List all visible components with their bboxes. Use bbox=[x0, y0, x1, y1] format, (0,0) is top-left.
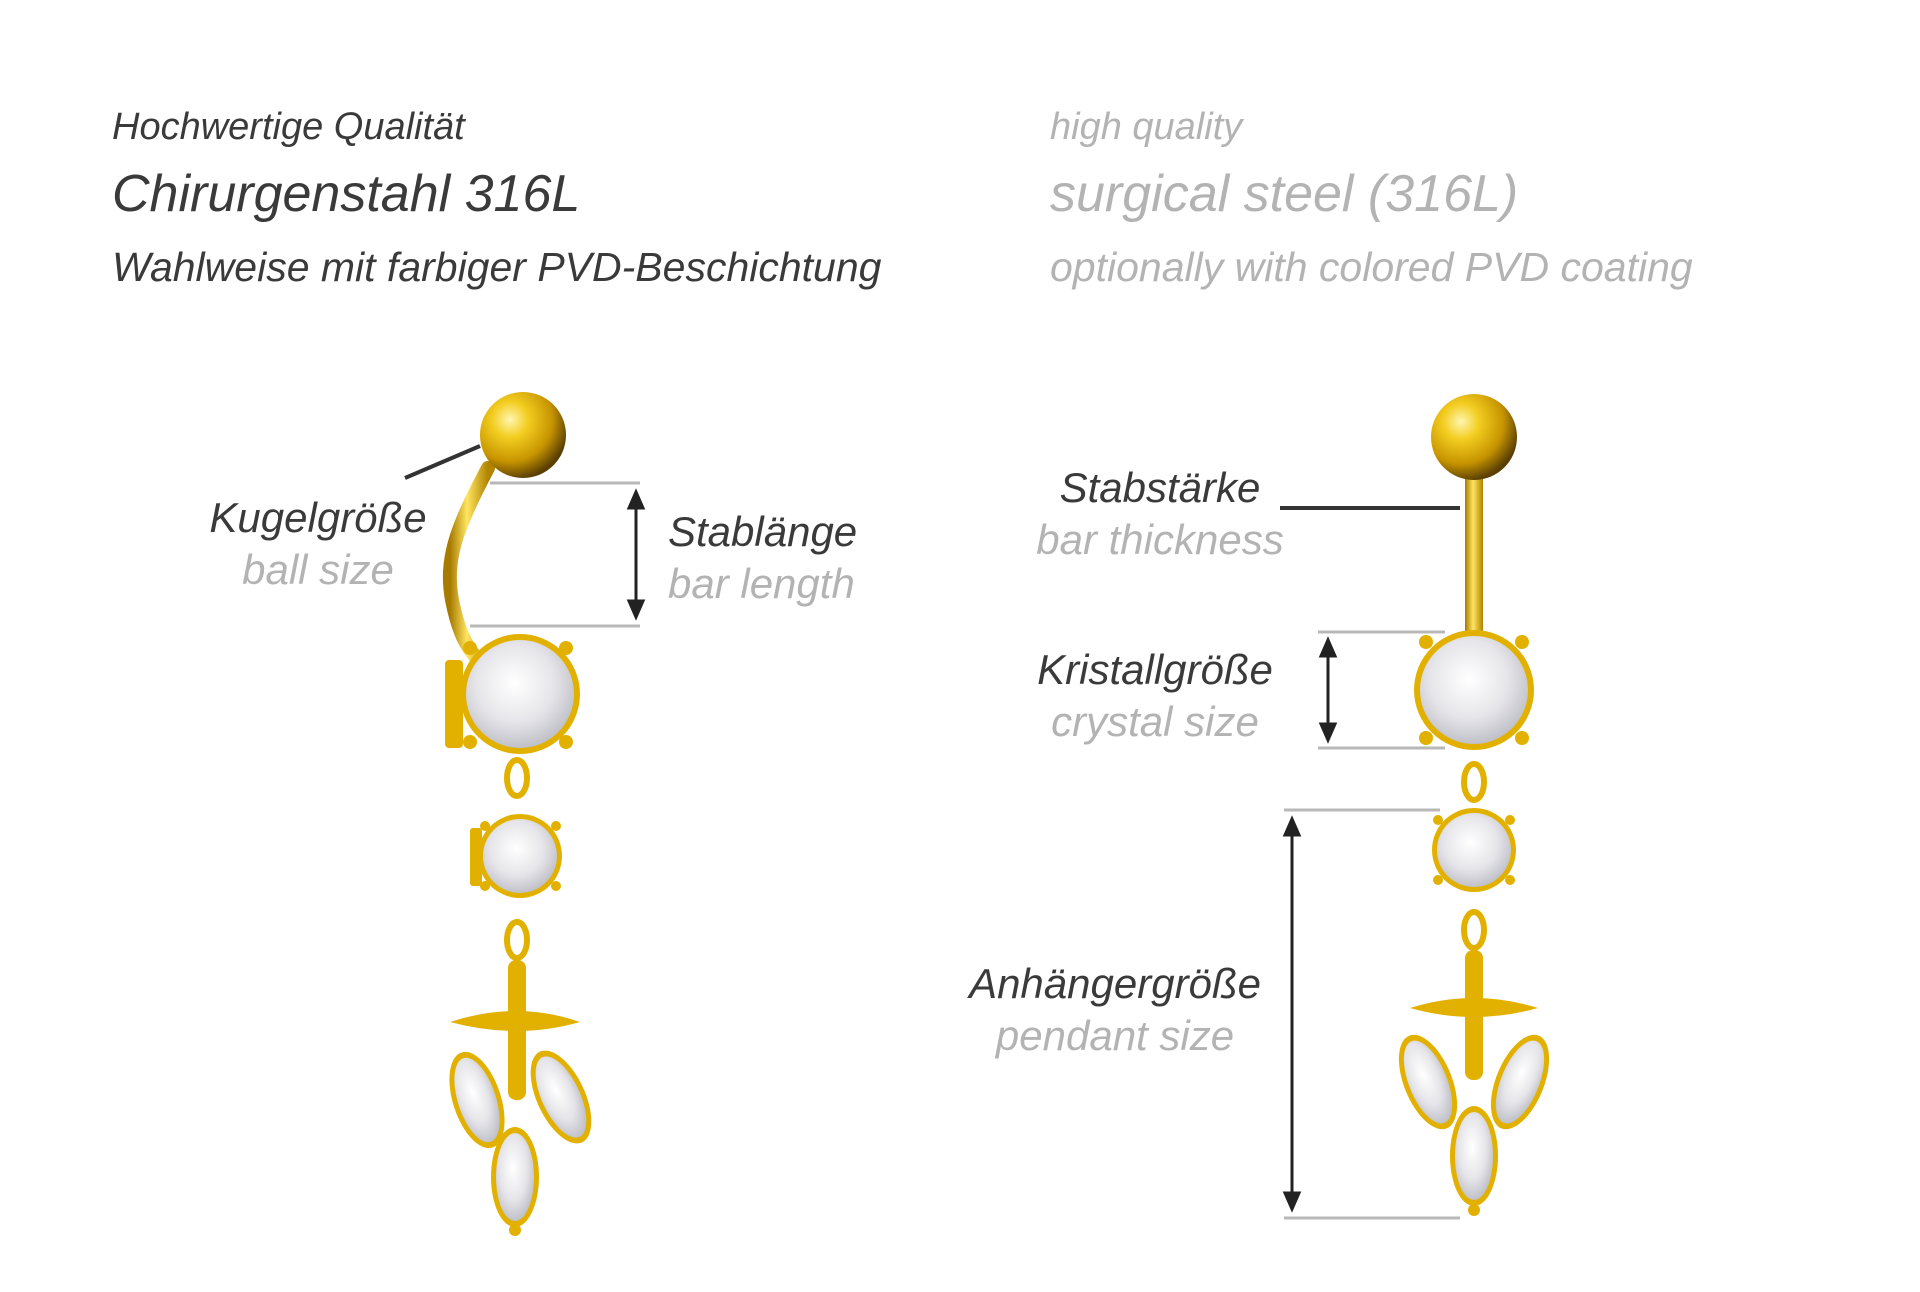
header-de-line3: Wahlweise mit farbiger PVD-Beschichtung bbox=[112, 244, 882, 290]
right-piercing bbox=[1398, 394, 1550, 1216]
label-bar-thickness-de: Stabstärke bbox=[1059, 464, 1261, 511]
left-piercing bbox=[442, 392, 592, 1236]
label-pendant-size-de: Anhängergröße bbox=[969, 960, 1261, 1007]
label-crystal-size-de: Kristallgröße bbox=[1037, 646, 1273, 693]
ball-icon bbox=[1431, 394, 1517, 480]
crystal-size-arrow bbox=[1318, 636, 1338, 744]
ball-icon bbox=[480, 392, 566, 478]
pendant-size-arrow bbox=[1282, 815, 1302, 1213]
label-bar-thickness-en: bar thickness bbox=[1036, 516, 1284, 563]
label-bar-length-de: Stablänge bbox=[668, 508, 858, 555]
label-pendant-size-en: pendant size bbox=[995, 1012, 1235, 1059]
label-ball-size-en: ball size bbox=[242, 546, 394, 593]
crystal-icon bbox=[1420, 636, 1528, 744]
crystal-icon bbox=[466, 640, 574, 748]
bar-length-arrow bbox=[626, 488, 646, 621]
ball-size-leader bbox=[404, 444, 481, 480]
label-crystal-size-en: crystal size bbox=[1051, 698, 1259, 745]
header-de-line1: Hochwertige Qualität bbox=[112, 106, 465, 148]
label-bar-length-en: bar length bbox=[668, 560, 855, 607]
header-en-line2: surgical steel (316L) bbox=[1050, 165, 1519, 223]
header-de-line2: Chirurgenstahl 316L bbox=[112, 165, 581, 223]
header-en-line1: high quality bbox=[1050, 106, 1243, 148]
header-en-line3: optionally with colored PVD coating bbox=[1050, 244, 1693, 290]
label-ball-size-de: Kugelgröße bbox=[209, 494, 427, 541]
